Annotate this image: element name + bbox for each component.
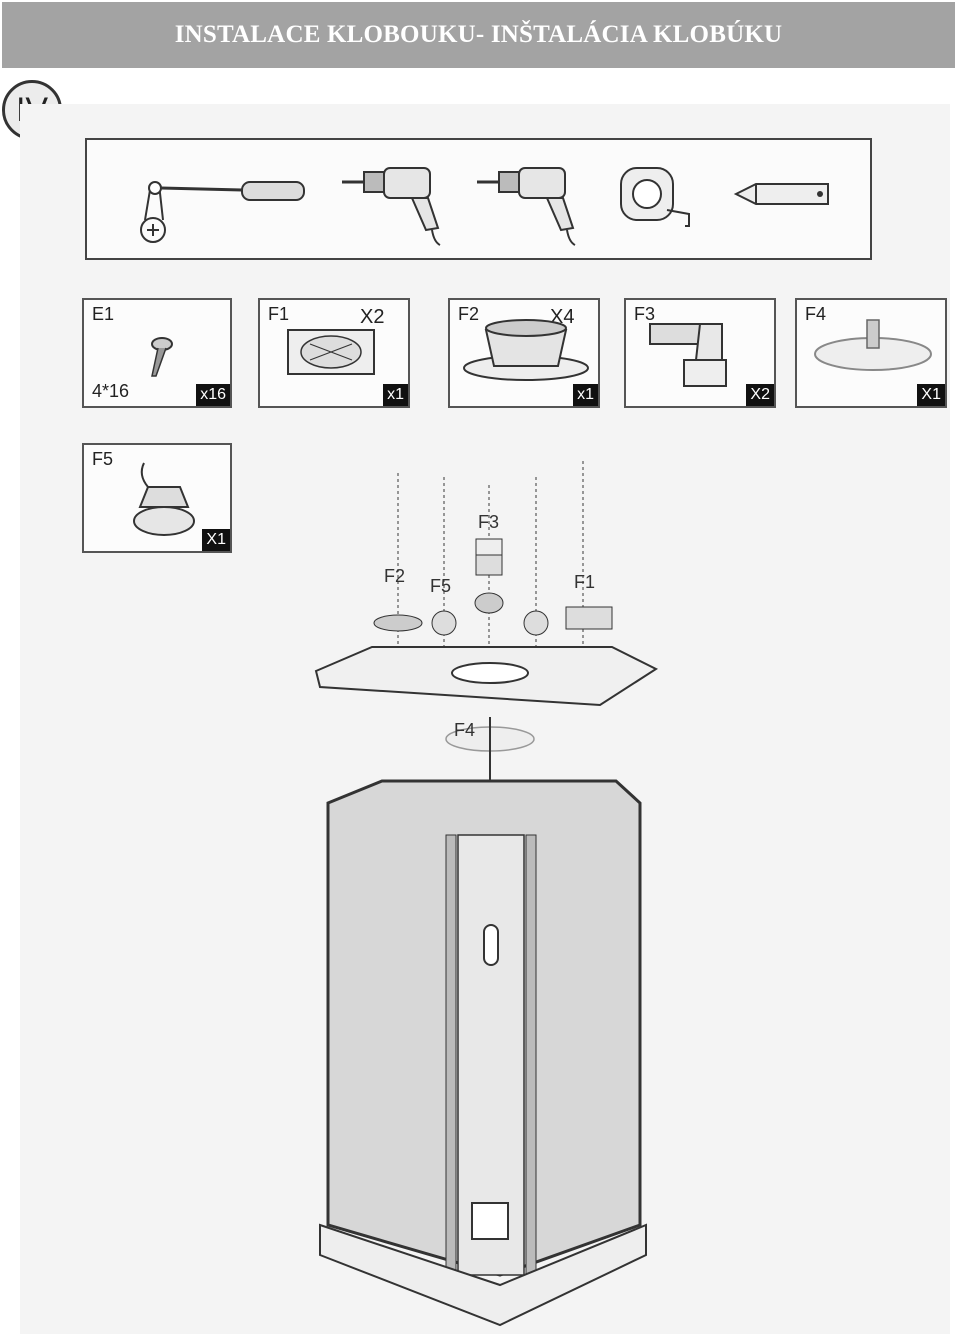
screw-icon (151, 337, 173, 377)
diagram-label-f5: F5 (430, 576, 452, 596)
fan-icon (287, 329, 375, 375)
part-f1: F1 X2 x1 (258, 298, 410, 408)
part-f2: F2 X4 x1 (448, 298, 600, 408)
diagram-label-f1: F1 (574, 572, 596, 592)
tools-box (85, 138, 872, 260)
diagram-label-f4: F4 (454, 720, 476, 740)
drill-icon (342, 167, 441, 246)
part-e1: E1 4*16 x16 (82, 298, 232, 408)
screwdriver-icon (140, 181, 305, 243)
diagram-label-f3: F3 (478, 512, 500, 532)
page-header: INSTALACE KLOBOUKU- INŠTALÁCIA KLOBÚKU (2, 2, 955, 68)
speaker-icon (463, 319, 589, 381)
part-f5: F5 X1 (82, 443, 232, 553)
shower-cabin-diagram (314, 461, 659, 1327)
light-fixture-icon (133, 462, 195, 536)
diagram-label-f2: F2 (384, 566, 406, 586)
part-f3: F3 X2 (624, 298, 776, 408)
disc-icon (814, 319, 932, 371)
tape-measure-icon (620, 167, 690, 227)
page-title: INSTALACE KLOBOUKU- INŠTALÁCIA KLOBÚKU (174, 21, 783, 48)
pipe-connector-icon (649, 323, 727, 387)
part-f4: F4 X1 (795, 298, 947, 408)
drill-icon (477, 167, 576, 246)
pencil-icon (733, 183, 829, 205)
